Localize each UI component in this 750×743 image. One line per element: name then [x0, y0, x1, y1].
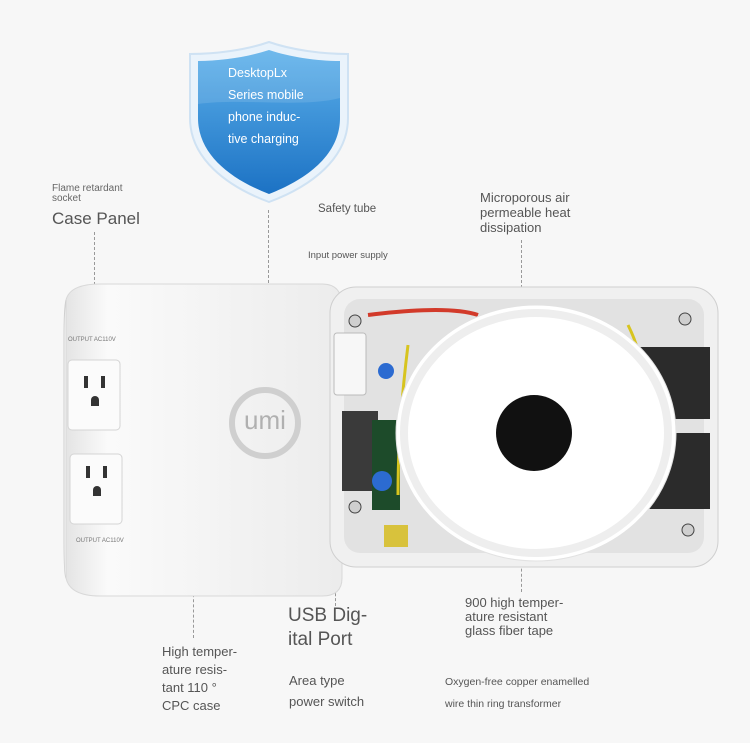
- area-switch-label: Area type power switch: [289, 673, 365, 709]
- usb-port-label: USB Dig- ital Port: [288, 605, 368, 650]
- glass-tape-label: 900 high temper- ature resistant glass f…: [465, 595, 564, 638]
- brand-logo: umi: [244, 405, 286, 435]
- case-panel-label: Case Panel: [52, 209, 140, 228]
- leader-line: [521, 240, 522, 288]
- open-case-interior: [329, 286, 719, 568]
- flame-retardant-label: Flame retardant socket: [52, 183, 123, 204]
- power-strip-device: [63, 283, 343, 597]
- input-power-label: Input power supply: [308, 250, 388, 261]
- transformer-label: Oxygen-free copper enamelled wire thin r…: [445, 676, 590, 710]
- shield-badge: [189, 40, 349, 204]
- shield-text: DesktopLx Series mobile phone induc- tiv…: [228, 66, 304, 146]
- outlet-label-bottom: OUTPUT AC110V: [76, 538, 124, 544]
- high-temp-case-label: High temper- ature resis- tant 110 ° CPC…: [162, 644, 238, 713]
- outlet-label-top: OUTPUT AC110V: [68, 337, 116, 343]
- leader-line: [94, 232, 95, 330]
- safety-tube-label: Safety tube: [318, 203, 377, 215]
- microporous-label: Microporous air permeable heat dissipati…: [480, 190, 571, 235]
